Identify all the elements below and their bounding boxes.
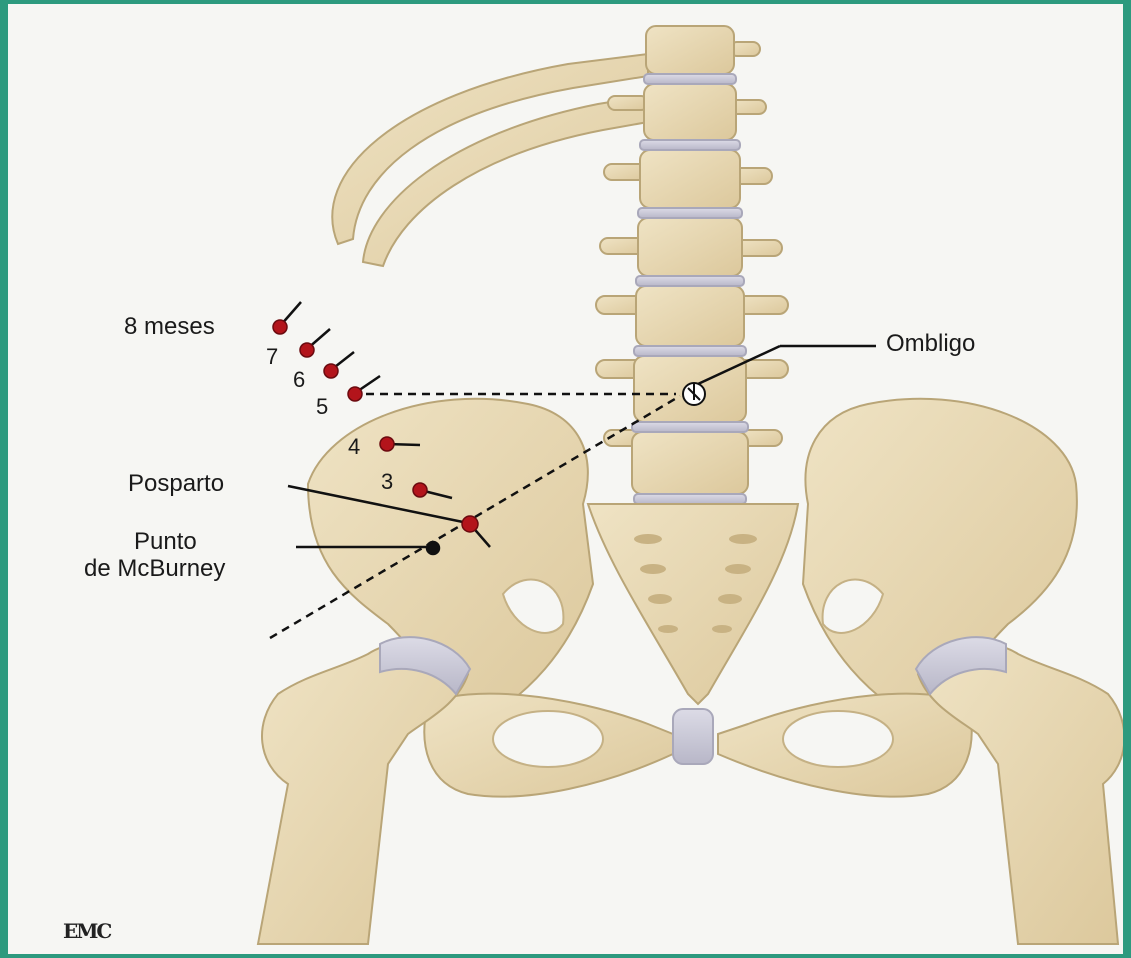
pin-6	[324, 352, 354, 378]
mcburney-dot	[427, 542, 439, 554]
pin-8	[273, 302, 301, 334]
label-ombligo: Ombligo	[886, 331, 975, 357]
lumbar-spine	[596, 26, 788, 504]
label-mcburney: de McBurney	[84, 556, 225, 582]
label-3: 3	[381, 469, 393, 495]
pubic-symphysis	[673, 709, 713, 764]
femur-left	[258, 644, 468, 944]
femur-right	[918, 644, 1124, 944]
label-5: 5	[316, 394, 328, 420]
sacrum	[588, 504, 798, 704]
ribs	[332, 54, 648, 266]
label-6: 6	[293, 367, 305, 393]
pin-7	[300, 329, 330, 357]
label-4: 4	[348, 434, 360, 460]
publisher-logo: EMC	[63, 919, 110, 943]
ombligo-marker	[683, 383, 705, 405]
label-punto: Punto	[134, 529, 197, 555]
pin-5	[348, 376, 380, 401]
label-posparto: Posparto	[128, 471, 224, 497]
label-8-meses: 8 meses	[124, 314, 215, 340]
label-7: 7	[266, 344, 278, 370]
